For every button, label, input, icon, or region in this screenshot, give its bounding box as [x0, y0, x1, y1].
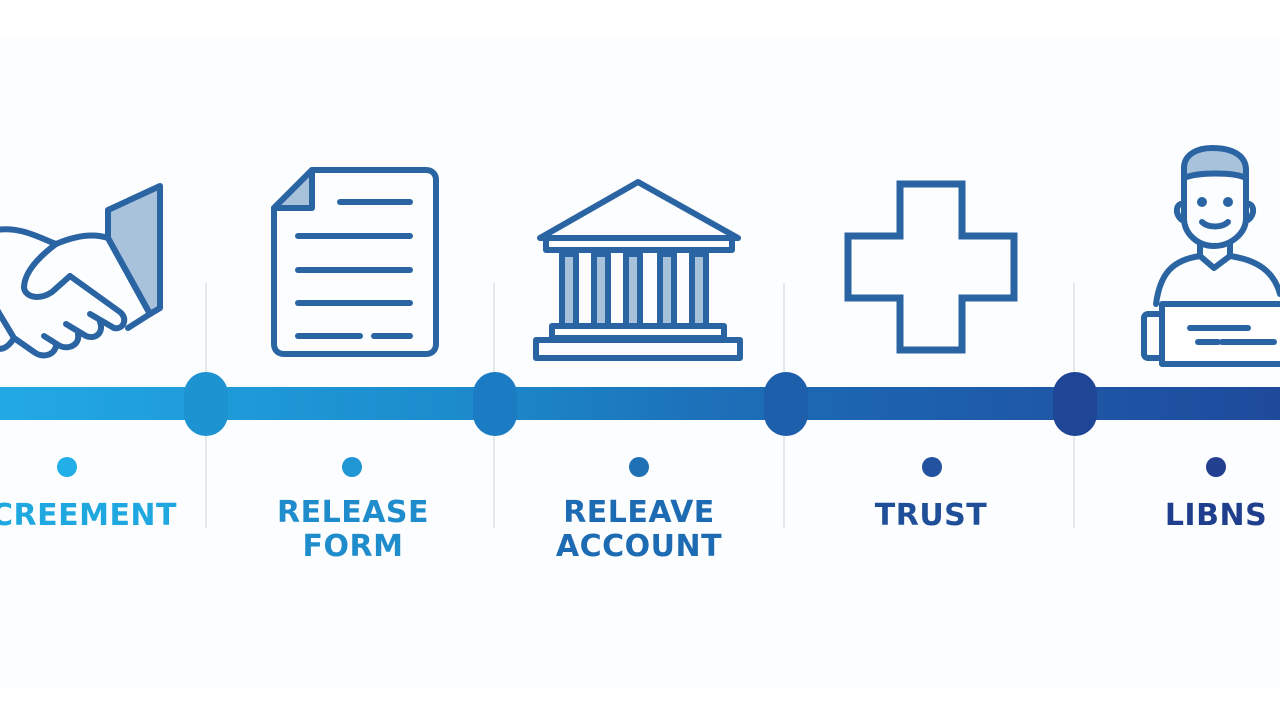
step-marker-dot [629, 457, 649, 477]
step-marker-dot [57, 457, 77, 477]
document-icon [268, 166, 443, 361]
bank-building-icon [532, 176, 747, 366]
top-band [0, 0, 1280, 38]
step-marker-dot [922, 457, 942, 477]
step-marker-dot [1206, 457, 1226, 477]
step-label-trust: TRUST [874, 498, 988, 533]
step-label-releave-account: RELEAVE ACCOUNT [555, 495, 723, 564]
step-marker-dot [342, 457, 362, 477]
timeline-node [1053, 372, 1097, 436]
medical-cross-icon [842, 180, 1020, 356]
person-at-desk-icon [1138, 144, 1280, 374]
timeline-node [184, 372, 228, 436]
timeline-node [473, 372, 517, 436]
handshake-icon [0, 180, 170, 370]
bottom-band [0, 688, 1280, 720]
step-label-release-form: RELEASE FORM [276, 495, 430, 564]
content-panel [0, 38, 1280, 688]
step-label-agreement: CREEMENT [0, 498, 178, 533]
step-label-libns: LIBNS [1164, 498, 1268, 533]
timeline-node [764, 372, 808, 436]
